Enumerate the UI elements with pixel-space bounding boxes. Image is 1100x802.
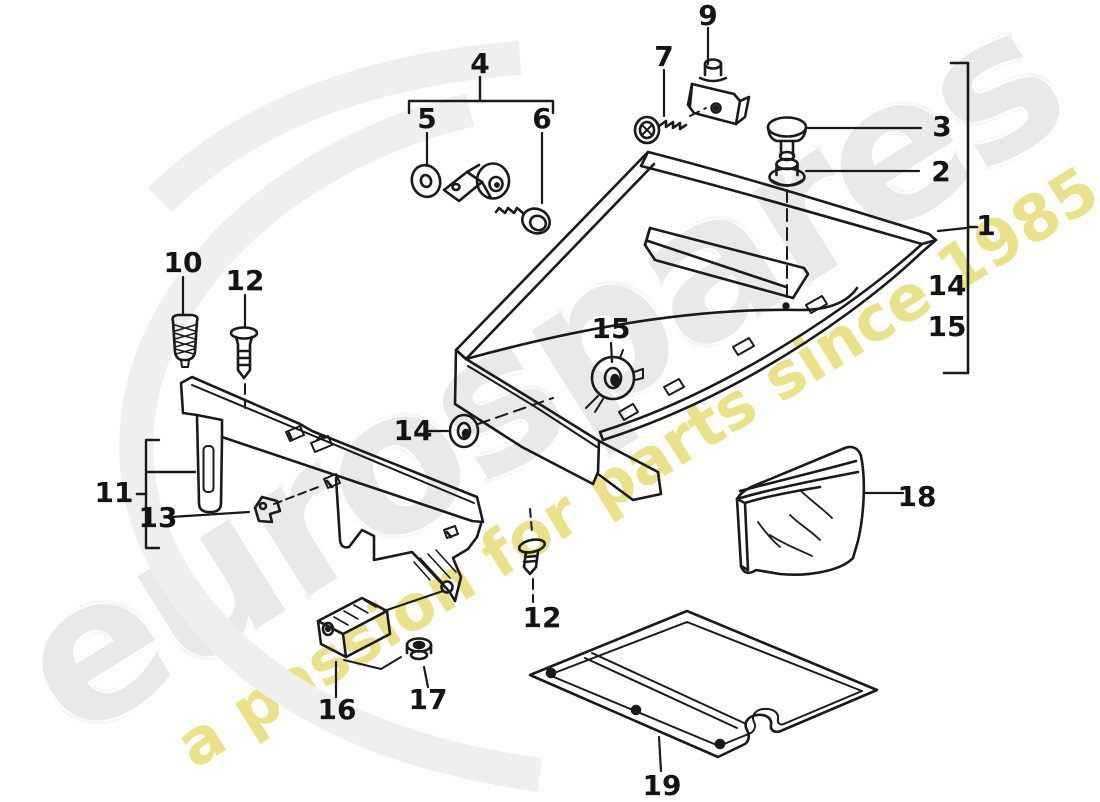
grommet-2 (768, 157, 921, 310)
callout-12-lower: 12 (522, 601, 562, 634)
callout-10: 10 (163, 246, 203, 279)
clip-15 (585, 349, 644, 413)
callout-15-index: 15 (927, 310, 967, 343)
screw-6 (494, 206, 551, 235)
callout-9: 9 (698, 0, 718, 32)
callout-16: 16 (317, 693, 357, 726)
rivet-12-upper (229, 326, 259, 380)
screw-7 (633, 115, 688, 145)
index-bracket-1-14-15 (135, 61, 979, 496)
callout-11: 11 (94, 476, 134, 509)
strap-11 (195, 414, 224, 514)
callout-17: 17 (408, 683, 448, 716)
main-panel-1 (426, 150, 938, 502)
callout-13: 13 (138, 501, 178, 534)
callout-1: 1 (976, 209, 996, 242)
storage-bag-18 (735, 445, 905, 576)
bracket-9 (686, 58, 751, 126)
callout-7: 7 (654, 40, 674, 73)
clip-13 (253, 495, 282, 524)
callout-6: 6 (532, 102, 552, 135)
callout-4: 4 (470, 47, 490, 80)
callout-15: 15 (591, 312, 631, 345)
buffer-10 (171, 313, 199, 368)
floor-mat-19 (528, 609, 879, 773)
watermark-swoosh (119, 41, 543, 792)
callout-2: 2 (931, 155, 951, 188)
callout-12-upper: 12 (225, 264, 265, 297)
rail-assembly-11 (144, 275, 485, 612)
grommet-17 (405, 637, 433, 689)
callout-18: 18 (897, 480, 937, 513)
fastener-group-7-9 (633, 26, 751, 145)
button-3 (766, 116, 923, 162)
washer-5 (410, 163, 442, 199)
fastener-group-4-5-6 (407, 75, 555, 235)
block-16 (316, 596, 402, 699)
callout-14-index: 14 (927, 269, 967, 302)
callout-14: 14 (393, 414, 433, 447)
panel-pad (643, 226, 810, 300)
rivet-12-lower (517, 508, 547, 603)
grommet-14 (448, 413, 480, 449)
callout-5: 5 (417, 102, 437, 135)
callout-19: 19 (642, 769, 682, 802)
callout-3: 3 (932, 110, 952, 143)
